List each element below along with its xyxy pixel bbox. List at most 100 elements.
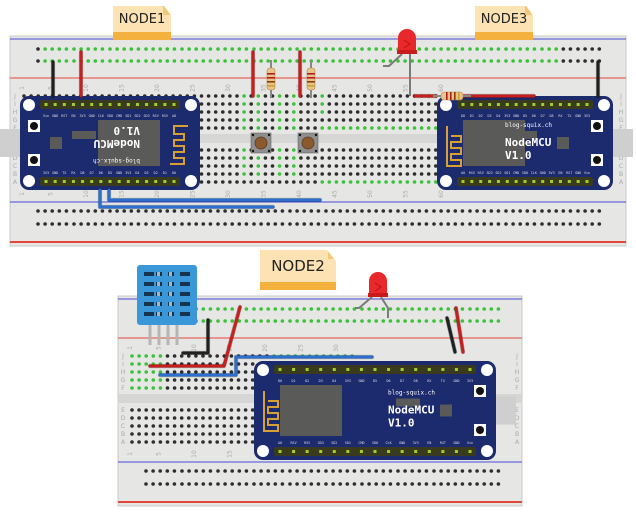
column-label: 15 xyxy=(226,450,233,458)
row-label: J xyxy=(619,93,622,100)
resistor-button2 xyxy=(306,60,316,98)
pin-label: GND xyxy=(89,114,95,118)
breadboard-hole xyxy=(270,102,275,106)
rail-hole xyxy=(324,307,328,311)
breadboard-hole xyxy=(256,94,261,98)
breadboard-hole xyxy=(370,148,374,152)
breadboard-hole xyxy=(194,432,198,436)
rail-hole xyxy=(316,59,321,63)
breadboard-hole xyxy=(327,110,332,114)
breadboard-hole xyxy=(158,424,163,428)
rail-hole xyxy=(396,482,400,486)
pin-label: SD3 xyxy=(487,171,493,175)
pin-label: TX xyxy=(441,379,446,383)
dht-vent-light xyxy=(157,302,160,306)
breadboard-hole xyxy=(144,362,148,366)
breadboard-hole xyxy=(242,118,246,122)
breadboard-hole xyxy=(313,102,317,106)
rail-hole xyxy=(86,59,90,63)
nodemcu-node1: Vin3V3GNDGNDRSTTXENRX3V3D8GNDD7CLKD6SD0D… xyxy=(0,96,200,190)
dht-vent xyxy=(144,282,154,286)
breadboard-hole xyxy=(405,180,410,184)
rail-hole xyxy=(223,47,227,51)
rail-hole xyxy=(381,319,386,323)
breadboard-hole xyxy=(292,94,296,98)
header-pin xyxy=(332,368,336,371)
rail-hole xyxy=(388,482,393,486)
breadboard-hole xyxy=(206,148,211,152)
header-pin xyxy=(278,368,282,371)
rail-hole xyxy=(525,222,530,226)
breadboard-hole xyxy=(263,180,268,184)
rail-hole xyxy=(561,59,566,63)
rail-hole xyxy=(57,59,62,63)
node1-label: NODE1 xyxy=(118,11,166,27)
column-label: 35 xyxy=(260,190,267,198)
column-label: 20 xyxy=(262,344,269,352)
rail-hole xyxy=(352,47,357,51)
rail-hole xyxy=(417,47,422,51)
breadboard-hole xyxy=(165,424,170,428)
breadboard-hole xyxy=(243,416,248,420)
breadboard-hole xyxy=(391,118,396,122)
pin-label: GND xyxy=(513,114,519,118)
rail-hole xyxy=(144,222,148,226)
breadboard-hole xyxy=(187,416,191,420)
rail-hole xyxy=(597,47,602,51)
pin-label: GND xyxy=(116,171,122,175)
breadboard-hole xyxy=(355,126,360,130)
rail-hole xyxy=(273,47,278,51)
pin-label: A0 xyxy=(278,441,282,445)
rail-hole xyxy=(338,469,343,473)
breadboard-hole xyxy=(327,172,332,176)
header-pin xyxy=(53,103,57,106)
header-pin xyxy=(541,180,545,183)
breadboard-hole xyxy=(348,126,353,130)
rail-hole xyxy=(237,47,242,51)
breadboard-hole xyxy=(405,94,410,98)
breadboard-hole xyxy=(263,102,268,106)
row-label: B xyxy=(515,431,519,438)
breadboard-hole xyxy=(341,164,346,168)
breadboard-hole xyxy=(221,156,225,160)
rail-hole xyxy=(511,209,515,213)
breadboard-hole xyxy=(235,172,239,176)
rail-hole xyxy=(144,59,148,63)
rail-hole xyxy=(158,222,162,226)
breadboard-hole xyxy=(165,432,170,436)
rail-hole xyxy=(266,469,271,473)
pin-label: 3V3 xyxy=(467,379,473,383)
pin-label: SD2 xyxy=(134,114,140,118)
breadboard-hole xyxy=(434,110,438,114)
column-label: 40 xyxy=(296,190,303,198)
breadboard-hole xyxy=(426,172,431,176)
pin-label: D6 xyxy=(387,379,391,383)
breadboard-hole xyxy=(229,416,234,420)
breadboard-hole xyxy=(348,118,353,122)
rail-hole xyxy=(165,482,170,486)
mcu-name-label: NodeMCU xyxy=(388,404,435,417)
breadboard-hole xyxy=(284,148,289,152)
rail-hole xyxy=(439,222,443,226)
rail-hole xyxy=(273,307,278,311)
row-label: G xyxy=(121,377,126,384)
breadboard-hole xyxy=(208,408,212,412)
header-pin xyxy=(541,103,545,106)
breadboard-hole xyxy=(355,94,360,98)
rail-hole xyxy=(381,209,386,213)
breadboard-hole xyxy=(419,156,424,160)
rail-hole xyxy=(554,209,558,213)
breadboard-hole xyxy=(370,118,374,122)
pin-label: CLK xyxy=(98,114,105,118)
rail-hole xyxy=(511,59,515,63)
rail-hole xyxy=(352,482,357,486)
rail-hole xyxy=(460,59,465,63)
breadboard-hole xyxy=(208,416,212,420)
rail-hole xyxy=(446,307,451,311)
breadboard-hole xyxy=(419,118,424,122)
rail-hole xyxy=(352,222,357,226)
rail-hole xyxy=(496,469,501,473)
smd-part xyxy=(513,131,537,139)
rail-hole xyxy=(180,59,184,63)
rail-hole xyxy=(295,209,299,213)
